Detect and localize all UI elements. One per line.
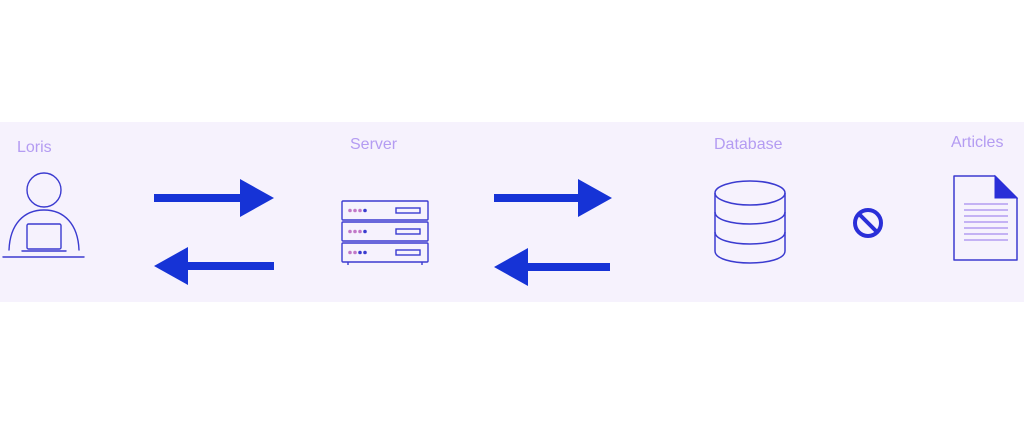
server-label: Server: [350, 136, 398, 153]
arrow-right-icon: [494, 177, 616, 219]
server-rack-icon: [340, 198, 430, 266]
database-label: Database: [714, 136, 783, 153]
database-icon: [710, 178, 790, 266]
articles-label: Articles: [951, 134, 1004, 151]
arrow-right-icon: [154, 177, 276, 219]
user-label: Loris: [17, 139, 52, 156]
user-at-laptop-icon: [2, 168, 86, 260]
arrow-left-icon: [490, 246, 612, 288]
blocked-icon: [851, 206, 885, 240]
document-icon: [949, 172, 1021, 264]
arrow-left-icon: [152, 245, 274, 287]
